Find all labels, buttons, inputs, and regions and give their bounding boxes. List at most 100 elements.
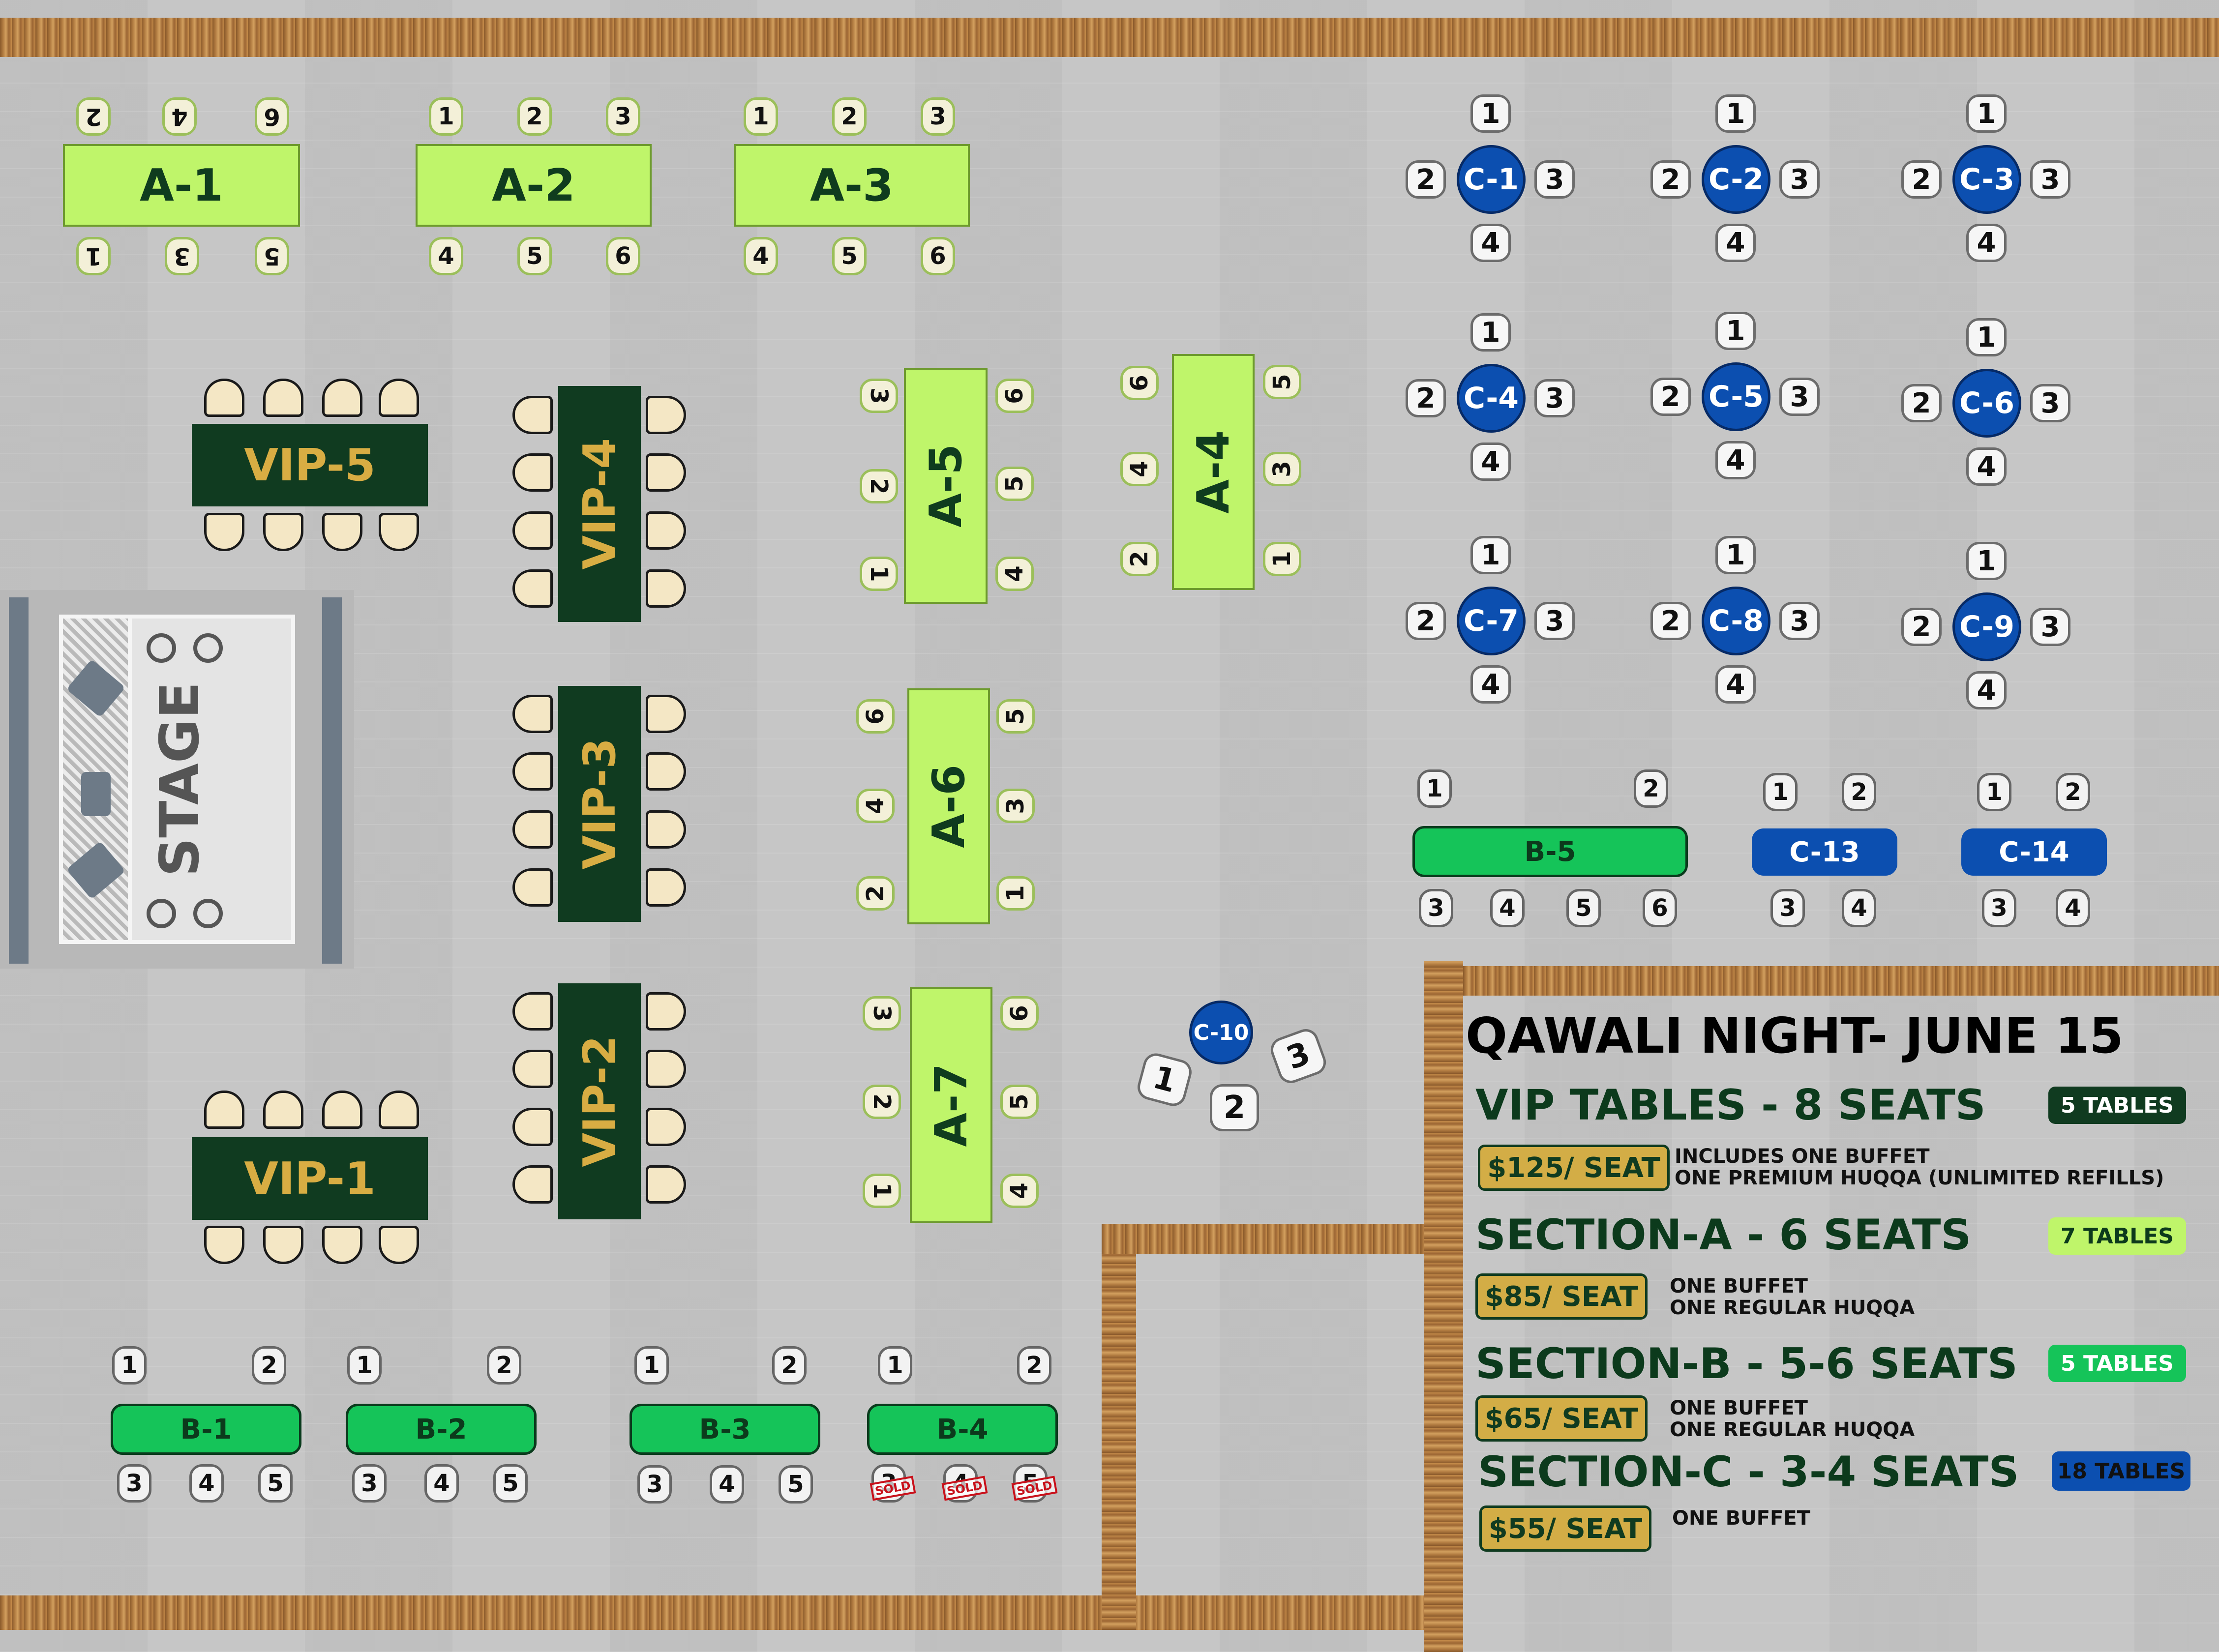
table-c-9[interactable]: C-9 bbox=[1952, 592, 2021, 661]
seat-sold[interactable]: 3SOLD bbox=[870, 1464, 916, 1503]
seat[interactable] bbox=[646, 1050, 686, 1088]
seat[interactable]: 4 bbox=[189, 1464, 224, 1503]
table-a-7[interactable]: A-7 bbox=[910, 987, 992, 1223]
seat[interactable]: 2 bbox=[2056, 773, 2090, 811]
seat[interactable] bbox=[512, 695, 553, 733]
seat[interactable]: 3 bbox=[996, 789, 1035, 823]
seat[interactable] bbox=[379, 513, 419, 551]
seat[interactable]: 3 bbox=[1779, 160, 1820, 199]
seat[interactable] bbox=[379, 379, 419, 417]
seat[interactable] bbox=[512, 511, 553, 550]
table-b-1[interactable]: B-1 bbox=[111, 1404, 301, 1455]
seat[interactable]: 1 bbox=[996, 876, 1035, 911]
seat[interactable] bbox=[512, 569, 553, 608]
seat[interactable]: 1 bbox=[1966, 94, 2007, 133]
seat[interactable]: 5 bbox=[517, 237, 552, 275]
seat[interactable]: 4 bbox=[1715, 665, 1756, 704]
seat[interactable]: 3 bbox=[352, 1464, 387, 1503]
seat[interactable]: 4 bbox=[1966, 671, 2007, 709]
seat[interactable]: 2 bbox=[863, 1085, 901, 1119]
seat[interactable]: 1 bbox=[878, 1346, 912, 1385]
seat[interactable]: 6 bbox=[1000, 996, 1039, 1031]
seat[interactable]: 2 bbox=[487, 1346, 521, 1385]
seat[interactable]: 1 bbox=[1715, 94, 1756, 133]
seat[interactable]: 6 bbox=[1643, 889, 1677, 927]
seat[interactable]: 4 bbox=[744, 237, 778, 275]
seat[interactable]: 4 bbox=[710, 1465, 744, 1504]
seat[interactable] bbox=[512, 453, 553, 492]
seat[interactable]: 1 bbox=[1715, 536, 1756, 574]
seat[interactable]: 5 bbox=[1000, 1085, 1039, 1119]
seat-sold[interactable]: 5SOLD bbox=[1011, 1464, 1058, 1503]
seat[interactable]: 1 bbox=[1763, 773, 1798, 811]
seat[interactable]: 2 bbox=[1901, 384, 1942, 422]
seat[interactable]: 4 bbox=[1470, 665, 1511, 704]
seat[interactable]: 1 bbox=[1135, 1050, 1195, 1109]
seat[interactable]: 1 bbox=[634, 1346, 669, 1385]
table-c-3[interactable]: C-3 bbox=[1952, 145, 2021, 214]
seat[interactable] bbox=[263, 379, 303, 417]
seat[interactable] bbox=[512, 396, 553, 434]
table-c-7[interactable]: C-7 bbox=[1457, 587, 1526, 655]
seat[interactable] bbox=[512, 752, 553, 791]
table-a-4[interactable]: A-4 bbox=[1172, 354, 1255, 590]
seat[interactable]: 2 bbox=[856, 876, 895, 911]
seat[interactable]: 3 bbox=[1263, 452, 1301, 486]
seat[interactable]: 2 bbox=[1210, 1084, 1259, 1131]
seat[interactable]: 3 bbox=[165, 237, 199, 275]
seat[interactable] bbox=[204, 1091, 244, 1129]
seat[interactable]: 3 bbox=[1779, 378, 1820, 416]
table-vip-1[interactable]: VIP-1 bbox=[192, 1137, 428, 1220]
seat[interactable]: 6 bbox=[921, 237, 955, 275]
seat[interactable] bbox=[646, 1165, 686, 1204]
seat[interactable]: 1 bbox=[1263, 542, 1301, 576]
seat[interactable]: 3 bbox=[1982, 889, 2016, 927]
seat[interactable]: 5 bbox=[1263, 365, 1301, 399]
seat[interactable]: 2 bbox=[1842, 773, 1876, 811]
table-vip-5[interactable]: VIP-5 bbox=[192, 424, 428, 506]
seat[interactable] bbox=[646, 453, 686, 492]
seat[interactable]: 4 bbox=[1490, 889, 1525, 927]
seat[interactable]: 1 bbox=[429, 97, 463, 136]
seat[interactable]: 3 bbox=[117, 1464, 151, 1503]
seat[interactable]: 2 bbox=[76, 97, 111, 136]
seat[interactable]: 3 bbox=[2030, 608, 2070, 646]
table-b-4[interactable]: B-4 bbox=[867, 1404, 1058, 1455]
seat[interactable]: 3 bbox=[921, 97, 955, 136]
seat[interactable]: 2 bbox=[517, 97, 552, 136]
seat[interactable]: 5 bbox=[996, 699, 1035, 734]
seat[interactable]: 6 bbox=[1120, 366, 1159, 400]
seat[interactable] bbox=[646, 396, 686, 434]
seat[interactable]: 1 bbox=[860, 557, 898, 591]
seat[interactable]: 4 bbox=[424, 1464, 459, 1503]
seat[interactable]: 3 bbox=[1419, 889, 1453, 927]
seat[interactable]: 4 bbox=[1470, 224, 1511, 262]
seat[interactable]: 1 bbox=[1966, 318, 2007, 356]
seat[interactable] bbox=[322, 1226, 362, 1264]
seat[interactable] bbox=[646, 810, 686, 849]
seat[interactable] bbox=[512, 1165, 553, 1204]
table-c-2[interactable]: C-2 bbox=[1702, 145, 1770, 214]
table-b-5[interactable]: B-5 bbox=[1412, 826, 1688, 877]
table-c-6[interactable]: C-6 bbox=[1952, 369, 2021, 438]
table-vip-3[interactable]: VIP-3 bbox=[558, 686, 641, 922]
seat[interactable]: 3 bbox=[1534, 602, 1575, 640]
seat[interactable]: 3 bbox=[1779, 602, 1820, 640]
seat[interactable] bbox=[646, 992, 686, 1031]
table-c-1[interactable]: C-1 bbox=[1457, 145, 1526, 214]
seat[interactable]: 4 bbox=[856, 789, 895, 823]
seat[interactable]: 1 bbox=[1470, 313, 1511, 352]
seat[interactable] bbox=[646, 511, 686, 550]
table-a-2[interactable]: A-2 bbox=[416, 144, 652, 227]
seat[interactable]: 4 bbox=[1120, 452, 1159, 486]
seat[interactable]: 4 bbox=[162, 97, 197, 136]
seat[interactable]: 1 bbox=[744, 97, 778, 136]
seat[interactable]: 2 bbox=[1650, 160, 1691, 199]
seat[interactable]: 4 bbox=[1966, 224, 2007, 262]
seat[interactable]: 5 bbox=[255, 237, 289, 275]
seat[interactable] bbox=[204, 1226, 244, 1264]
seat[interactable] bbox=[646, 1108, 686, 1146]
table-c-5[interactable]: C-5 bbox=[1702, 362, 1770, 431]
seat[interactable] bbox=[263, 1226, 303, 1264]
seat[interactable]: 2 bbox=[1634, 769, 1668, 808]
